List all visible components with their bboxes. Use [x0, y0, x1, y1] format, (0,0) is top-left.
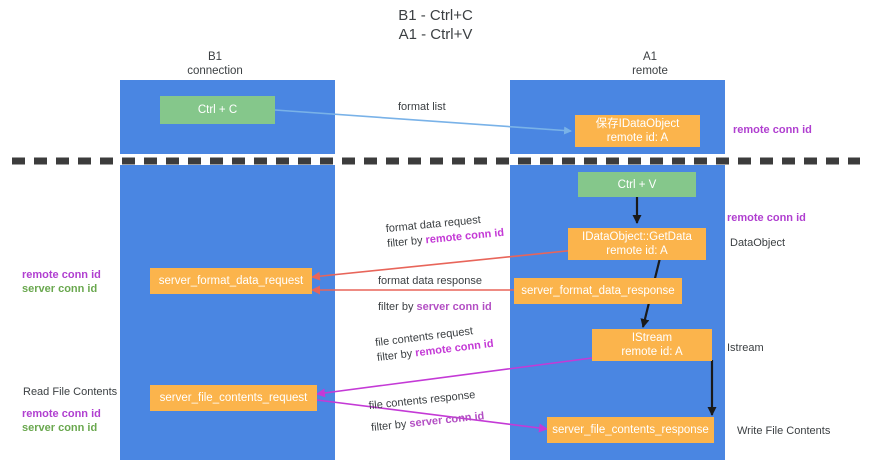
note-left-server-conn-id: server conn id [22, 283, 98, 295]
note-right-remote-conn-id-2: remote conn id [727, 212, 806, 224]
edge-label-file-contents-request: file contents request filter by remote c… [374, 322, 494, 366]
node-ctrl-v[interactable]: Ctrl + V [578, 172, 696, 197]
note-left-remote-conn-id-2: remote conn id [22, 408, 101, 420]
edge-label-file-contents-response-line2: filter by server conn id [370, 409, 485, 436]
filter-value-server-conn-id: server conn id [416, 301, 492, 313]
page-title: B1 - Ctrl+C A1 - Ctrl+V [398, 7, 473, 43]
node-server-format-data-request[interactable]: server_format_data_request [150, 268, 312, 294]
edge-label-format-data-response-line1: format data response [378, 275, 482, 287]
filter-prefix: filter by [376, 347, 413, 365]
column-header-a1: A1 remote [632, 51, 668, 77]
note-right-write-file-contents: Write File Contents [737, 425, 831, 437]
note-left-read-file-contents: Read File Contents [23, 386, 118, 398]
node-ctrl-c[interactable]: Ctrl + C [160, 96, 275, 124]
filter-prefix: filter by [370, 418, 408, 435]
node-server-file-contents-response[interactable]: server_file_contents_response [547, 417, 714, 443]
note-left-remote-conn-id: remote conn id [22, 269, 101, 281]
lane-b1-bottom [120, 165, 335, 460]
edge-label-format-list-text: format list [398, 101, 446, 113]
filter-value-server-conn-id: server conn id [408, 410, 485, 430]
edge-label-format-data-response-line2: filter by server conn id [378, 300, 492, 315]
edge-label-format-list: format list [398, 100, 446, 115]
edge-label-format-data-request: format data request filter by remote con… [385, 211, 505, 252]
filter-prefix: filter by [378, 301, 414, 313]
note-left-server-conn-id-2: server conn id [22, 422, 98, 434]
node-server-file-contents-request[interactable]: server_file_contents_request [150, 385, 317, 411]
node-idataobject-getdata[interactable]: IDataObject::GetData remote id: A [568, 228, 706, 260]
lane-a1-bottom [510, 165, 725, 460]
note-right-dataobject: DataObject [730, 237, 786, 249]
edge-label-file-contents-response: file contents response filter by server … [368, 387, 485, 436]
node-istream[interactable]: IStream remote id: A [592, 329, 712, 361]
column-header-b1: B1 connection [187, 51, 243, 77]
node-server-format-data-response[interactable]: server_format_data_response [514, 278, 682, 304]
node-save-idataobject[interactable]: 保存IDataObject remote id: A [575, 115, 700, 147]
note-right-remote-conn-id-1: remote conn id [733, 124, 812, 136]
filter-prefix: filter by [386, 234, 424, 251]
edge-label-format-data-response: format data response filter by server co… [378, 274, 492, 315]
note-right-istream: Istream [727, 342, 764, 354]
